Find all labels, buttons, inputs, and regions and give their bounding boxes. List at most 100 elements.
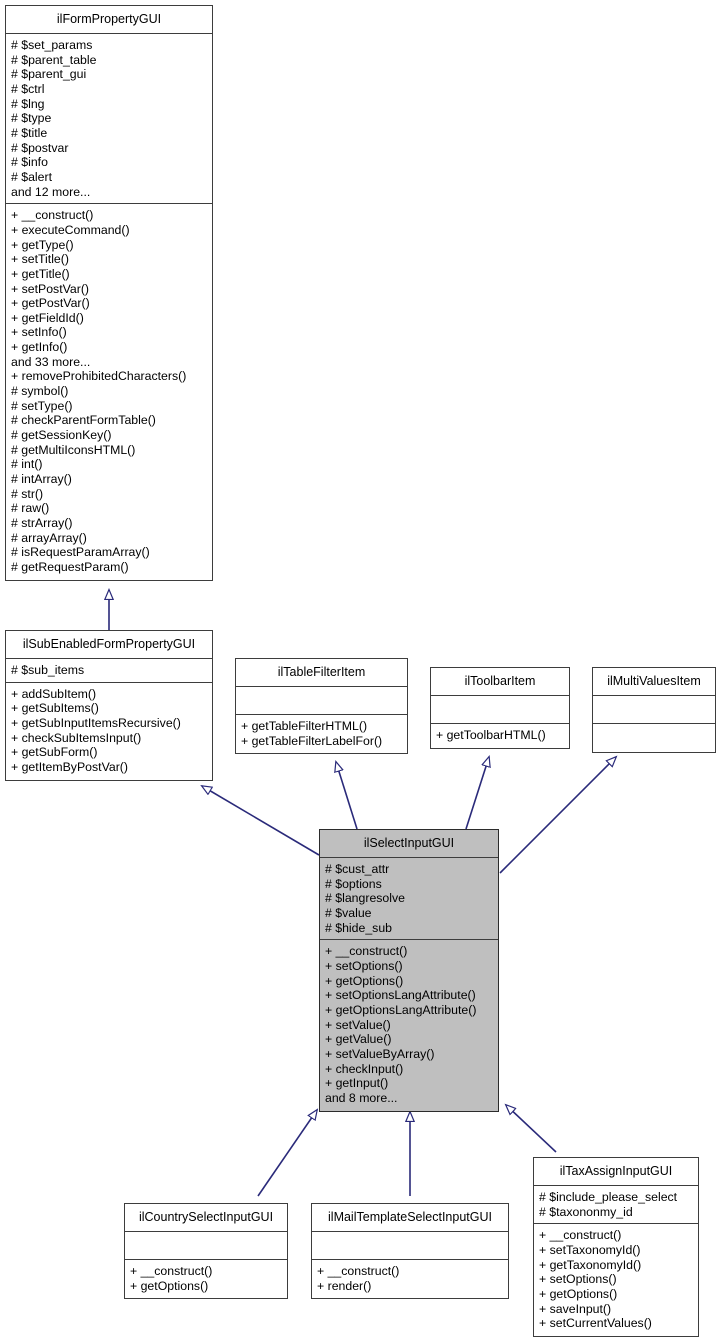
class-attributes-ilToolbarItem: [431, 696, 569, 724]
class-member: + setOptions(): [539, 1272, 617, 1287]
class-member: + getToolbarHTML(): [436, 728, 546, 742]
class-node-ilCountrySelectInputGUI[interactable]: ilCountrySelectInputGUI + __construct()+…: [124, 1203, 288, 1300]
class-member: # $cust_attr: [325, 862, 390, 876]
class-title-ilFormPropertyGUI: ilFormPropertyGUI: [6, 6, 212, 34]
class-member: + getInfo(): [11, 340, 68, 355]
class-attributes-ilSelectInputGUI: # $cust_attr# $options# $langresolve# $v…: [320, 858, 498, 941]
class-operations-ilMultiValuesItem: [593, 724, 715, 752]
class-member: + getOptionsLangAttribute(): [325, 1002, 477, 1017]
class-title-ilMailTemplateSelectInputGUI: ilMailTemplateSelectInputGUI: [312, 1204, 508, 1232]
class-member: # $include_please_select: [539, 1190, 678, 1204]
class-node-ilMultiValuesItem[interactable]: ilMultiValuesItem: [592, 667, 716, 753]
class-operations-ilSubEnabledFormPropertyGUI: + addSubItem()+ getSubItems()+ getSubInp…: [6, 683, 212, 780]
class-title-ilTaxAssignInputGUI: ilTaxAssignInputGUI: [534, 1158, 698, 1186]
class-member: # $taxononmy_id: [539, 1204, 633, 1219]
class-node-ilSubEnabledFormPropertyGUI[interactable]: ilSubEnabledFormPropertyGUI # $sub_items…: [5, 630, 213, 781]
class-member: # symbol(): [11, 384, 69, 399]
class-member: + setInfo(): [11, 325, 67, 340]
class-member: and 33 more...: [11, 354, 91, 369]
class-node-ilMailTemplateSelectInputGUI[interactable]: ilMailTemplateSelectInputGUI + __constru…: [311, 1203, 509, 1300]
edge-selectinput-to-subenabled: [202, 786, 320, 856]
class-member: + getOptions(): [539, 1286, 618, 1301]
class-member: + getOptions(): [325, 973, 404, 988]
class-attributes-ilCountrySelectInputGUI: [125, 1232, 287, 1260]
class-member: + getType(): [11, 237, 74, 252]
class-member: + getItemByPostVar(): [11, 759, 128, 774]
class-member: + __construct(): [325, 944, 408, 959]
class-member: + getSubForm(): [11, 745, 98, 760]
class-operations-ilFormPropertyGUI: + __construct()+ executeCommand()+ getTy…: [6, 204, 212, 579]
class-member: + setOptions(): [325, 958, 403, 973]
empty-compartment: [436, 700, 564, 719]
class-member: # $parent_table: [11, 52, 97, 67]
edge-selectinput-to-toolbaritem: [465, 757, 489, 830]
class-member: # $value: [325, 905, 372, 920]
class-member: + getInput(): [325, 1076, 389, 1091]
class-member: # checkParentFormTable(): [11, 413, 156, 428]
class-node-ilFormPropertyGUI[interactable]: ilFormPropertyGUI # $set_params# $parent…: [5, 5, 213, 581]
class-member: # getRequestParam(): [11, 559, 129, 574]
class-member: # $postvar: [11, 140, 69, 155]
empty-compartment: [241, 691, 402, 710]
class-member: + setValueByArray(): [325, 1046, 435, 1061]
class-member: # $sub_items: [11, 663, 85, 677]
class-member: + getTitle(): [11, 266, 70, 281]
class-member: # int(): [11, 457, 43, 472]
class-member: # $langresolve: [325, 891, 405, 906]
class-member: # getSessionKey(): [11, 428, 112, 443]
class-member: + setCurrentValues(): [539, 1316, 652, 1331]
class-attributes-ilFormPropertyGUI: # $set_params# $parent_table# $parent_gu…: [6, 34, 212, 205]
class-member: + render(): [317, 1278, 372, 1293]
class-title-ilSubEnabledFormPropertyGUI: ilSubEnabledFormPropertyGUI: [6, 631, 212, 659]
class-member: + getSubInputItemsRecursive(): [11, 715, 181, 730]
class-member: # raw(): [11, 501, 50, 516]
class-title-ilCountrySelectInputGUI: ilCountrySelectInputGUI: [125, 1204, 287, 1232]
class-member: + __construct(): [317, 1264, 400, 1278]
class-node-ilSelectInputGUI[interactable]: ilSelectInputGUI # $cust_attr# $options#…: [319, 829, 499, 1112]
class-member: # str(): [11, 486, 44, 501]
class-member: # arrayArray(): [11, 530, 87, 545]
class-attributes-ilTableFilterItem: [236, 687, 407, 715]
empty-compartment: [317, 1236, 503, 1255]
class-title-ilSelectInputGUI: ilSelectInputGUI: [320, 830, 498, 858]
class-member: + getTaxonomyId(): [539, 1257, 642, 1272]
class-title-ilTableFilterItem: ilTableFilterItem: [236, 659, 407, 687]
class-operations-ilTaxAssignInputGUI: + __construct()+ setTaxonomyId()+ getTax…: [534, 1224, 698, 1336]
class-member: + checkInput(): [325, 1061, 404, 1076]
class-operations-ilMailTemplateSelectInputGUI: + __construct()+ render(): [312, 1260, 508, 1298]
class-title-ilToolbarItem: ilToolbarItem: [431, 668, 569, 696]
class-node-ilToolbarItem[interactable]: ilToolbarItem + getToolbarHTML(): [430, 667, 570, 749]
empty-compartment: [130, 1236, 282, 1255]
class-member: + getValue(): [325, 1032, 392, 1047]
class-member: # $ctrl: [11, 81, 45, 96]
edge-selectinput-to-tablefilteritem: [336, 762, 358, 830]
class-member: + saveInput(): [539, 1301, 612, 1316]
class-member: # setType(): [11, 398, 73, 413]
class-attributes-ilMultiValuesItem: [593, 696, 715, 724]
class-member: # $parent_gui: [11, 67, 87, 82]
class-member: + __construct(): [11, 208, 94, 223]
class-member: + getTableFilterHTML(): [241, 719, 368, 733]
class-member: + getFieldId(): [11, 310, 84, 325]
class-member: # $alert: [11, 169, 53, 184]
class-member: # $options: [325, 876, 382, 891]
class-member: + setValue(): [325, 1017, 391, 1032]
empty-compartment: [598, 728, 710, 747]
class-member: # $type: [11, 111, 52, 126]
class-node-ilTableFilterItem[interactable]: ilTableFilterItem + getTableFilterHTML()…: [235, 658, 408, 755]
class-member: + setTaxonomyId(): [539, 1242, 641, 1257]
class-member: + getTableFilterLabelFor(): [241, 733, 383, 748]
class-attributes-ilTaxAssignInputGUI: # $include_please_select# $taxononmy_id: [534, 1186, 698, 1225]
class-node-ilTaxAssignInputGUI[interactable]: ilTaxAssignInputGUI # $include_please_se…: [533, 1157, 699, 1337]
class-operations-ilTableFilterItem: + getTableFilterHTML()+ getTableFilterLa…: [236, 715, 407, 753]
class-attributes-ilSubEnabledFormPropertyGUI: # $sub_items: [6, 659, 212, 683]
class-member: # $set_params: [11, 38, 93, 52]
class-member: # strArray(): [11, 516, 73, 530]
class-operations-ilToolbarItem: + getToolbarHTML(): [431, 724, 569, 748]
class-member: + setTitle(): [11, 252, 69, 267]
class-title-ilMultiValuesItem: ilMultiValuesItem: [593, 668, 715, 696]
class-member: # getMultiIconsHTML(): [11, 442, 136, 457]
class-member: # intArray(): [11, 472, 72, 487]
class-member: # $title: [11, 125, 48, 140]
